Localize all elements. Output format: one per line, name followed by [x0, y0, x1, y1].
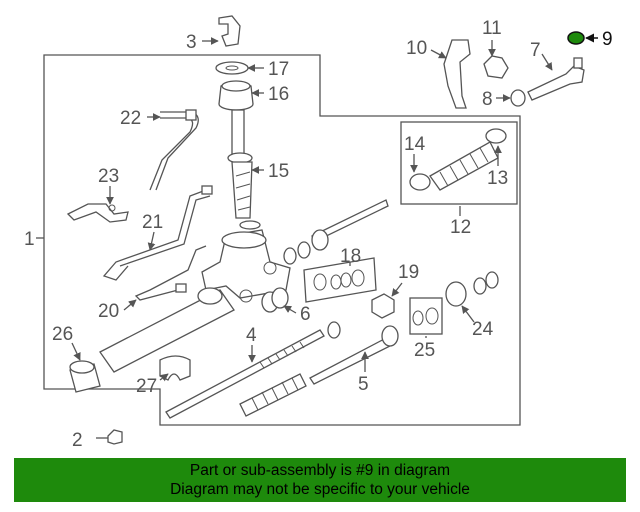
part-label-27: 27	[136, 376, 157, 397]
part-label-23: 23	[98, 166, 119, 187]
part-20-pipe	[134, 245, 207, 301]
part-label-14: 14	[404, 134, 426, 155]
banner-line-part-number: Part or sub-assembly is #9 in diagram	[189, 462, 451, 479]
part-5-tie-rod	[309, 325, 399, 385]
banner-line-disclaimer: Diagram may not be specific to your vehi…	[170, 481, 470, 498]
part-2-bolt	[96, 429, 123, 445]
part-7-tie-rod-end	[527, 57, 585, 101]
part-15-pinion-shaft	[227, 109, 261, 230]
part-3-bracket	[218, 15, 241, 47]
part-label-13: 13	[487, 168, 508, 189]
part-label-15: 15	[268, 161, 289, 182]
leader-lines	[71, 37, 553, 382]
rack-boot-lower	[239, 373, 307, 417]
part-6-bushing	[261, 287, 289, 313]
part-4-rack	[165, 321, 341, 419]
part-25-seal-box	[409, 297, 443, 335]
part-label-22: 22	[120, 108, 141, 129]
part-label-17: 17	[268, 59, 289, 80]
part-22-hose	[149, 109, 199, 191]
upper-tie-rod	[311, 199, 389, 251]
part-8-nut	[510, 89, 526, 107]
part-label-25: 25	[414, 340, 435, 361]
part-label-7: 7	[530, 40, 541, 61]
part-label-11: 11	[482, 18, 502, 39]
part-9-highlighted[interactable]	[567, 31, 598, 45]
part-label-4: 4	[246, 325, 257, 346]
part-label-12: 12	[450, 217, 471, 238]
info-banner: Part or sub-assembly is #9 in diagram Di…	[14, 458, 626, 502]
part-label-1: 1	[24, 229, 35, 250]
part-label-16: 16	[268, 84, 289, 105]
part-label-8: 8	[482, 89, 493, 110]
part-24-bushing	[445, 271, 499, 307]
part-label-6: 6	[300, 304, 311, 325]
steering-gear-parts-diagram: 1 2 3 4 5 6 7 8 9 10 11 12 13 14 15 16 1…	[24, 15, 613, 451]
part-16-cap	[218, 80, 254, 111]
part-label-18: 18	[340, 246, 361, 267]
part-label-3: 3	[186, 32, 197, 53]
part-label-5: 5	[358, 374, 369, 395]
part-26-mount	[69, 360, 101, 393]
part-19-nut	[371, 293, 395, 319]
part-12-boot	[409, 128, 507, 191]
part-23-bracket	[66, 203, 129, 223]
part-12-boot-kit-box	[400, 121, 518, 205]
part-label-19: 19	[398, 262, 419, 283]
part-label-10: 10	[406, 38, 427, 59]
part-label-24: 24	[472, 319, 494, 340]
part-21-pipe	[102, 185, 213, 281]
rack-housing	[99, 229, 311, 373]
part-label-20: 20	[98, 301, 119, 322]
part-17-washer	[215, 61, 249, 75]
part-11-clip	[483, 55, 509, 79]
part-label-9[interactable]: 9	[602, 29, 613, 50]
part-label-2: 2	[72, 430, 83, 451]
part-18-seal-kit	[303, 257, 377, 303]
part-label-21: 21	[142, 212, 163, 233]
part-10-bracket	[443, 39, 471, 109]
part-label-26: 26	[52, 324, 73, 345]
